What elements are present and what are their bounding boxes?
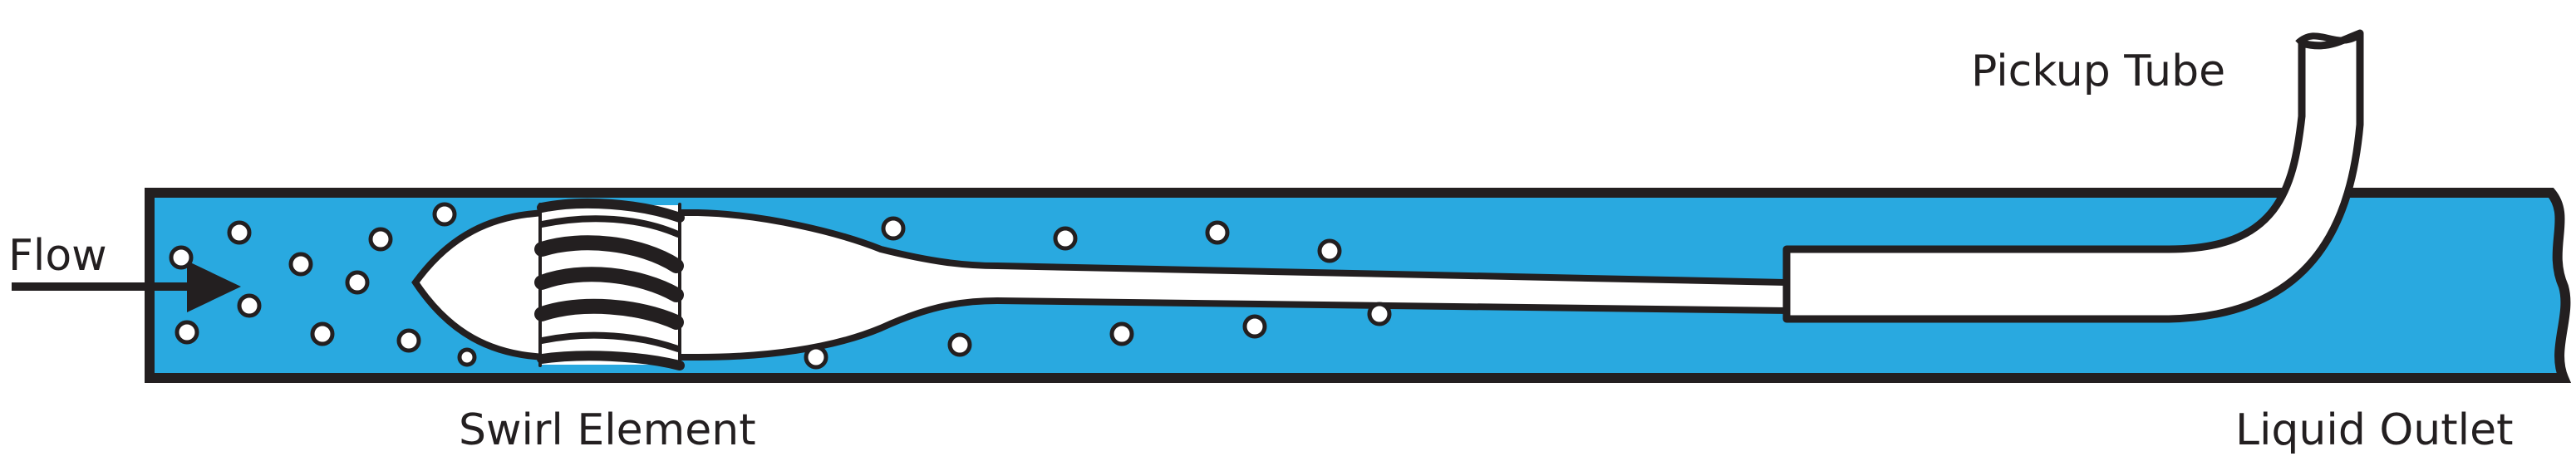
swirl-element bbox=[534, 198, 685, 370]
swirl-blade bbox=[537, 351, 685, 370]
bubble bbox=[368, 227, 393, 252]
pickup-tube-label: Pickup Tube bbox=[1971, 47, 2226, 96]
bubble bbox=[457, 347, 477, 367]
bubble bbox=[237, 293, 262, 318]
bubble bbox=[175, 320, 199, 345]
gas-bubbles bbox=[169, 202, 1392, 370]
bubble bbox=[432, 202, 457, 227]
bubble bbox=[947, 332, 972, 357]
liquid-outlet-label: Liquid Outlet bbox=[2235, 405, 2514, 455]
swirl-blade bbox=[537, 198, 685, 223]
flow-label: Flow bbox=[8, 231, 107, 281]
bubble bbox=[1242, 314, 1267, 339]
bubble bbox=[227, 220, 252, 245]
flow-arrow-icon bbox=[12, 261, 241, 312]
pickup-tube-break bbox=[2295, 30, 2364, 47]
swirl-element-label: Swirl Element bbox=[459, 405, 756, 455]
bubble bbox=[396, 328, 421, 353]
swirl-blade bbox=[534, 298, 684, 330]
bubble bbox=[804, 345, 828, 370]
bubble bbox=[345, 270, 370, 295]
bubble bbox=[169, 245, 194, 270]
bubble bbox=[881, 216, 906, 241]
bubble bbox=[1317, 238, 1342, 263]
swirl-blade bbox=[538, 215, 681, 238]
bubble bbox=[1053, 226, 1078, 251]
bubble bbox=[1109, 321, 1134, 346]
bubble bbox=[288, 252, 313, 277]
bubble bbox=[1205, 220, 1230, 245]
swirl-blade bbox=[534, 267, 684, 302]
bubble bbox=[310, 321, 335, 346]
swirl-blade bbox=[534, 235, 684, 273]
swirl-blade bbox=[538, 331, 681, 352]
bubble bbox=[1367, 302, 1392, 326]
